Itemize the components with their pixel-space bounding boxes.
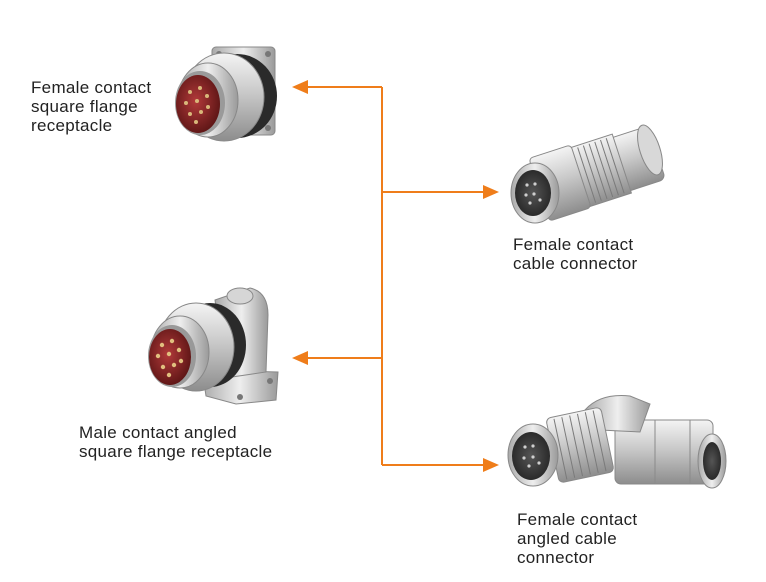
label-line: square flange — [31, 97, 138, 116]
label-line: square flange receptacle — [79, 442, 273, 461]
arrowhead-female-angled-cable — [483, 458, 499, 472]
arrowhead-female-cable — [483, 185, 499, 199]
label-line: connector — [517, 548, 595, 567]
label-line: angled cable — [517, 529, 618, 548]
arrowhead-male-angled — [292, 351, 308, 365]
label-female-cable-connector: Female contact cable connector — [513, 235, 638, 273]
angled-flange-receptacle-image — [148, 287, 279, 405]
label-line: Female contact — [513, 235, 634, 254]
label-line: receptacle — [31, 116, 113, 135]
label-male-angled-square-flange-receptacle: Male contact angled square flange recept… — [79, 423, 272, 461]
cable-connector-image — [510, 124, 665, 224]
label-line: Female contact — [517, 510, 638, 529]
label-line: Female contact — [31, 78, 152, 97]
label-line: cable connector — [513, 254, 638, 273]
square-flange-receptacle-image — [175, 46, 277, 142]
label-line: Male contact angled — [79, 423, 237, 442]
label-female-angled-cable-connector: Female contact angled cable connector — [517, 510, 637, 567]
arrow-network — [300, 86, 490, 466]
angled-cable-connector-image — [507, 395, 727, 489]
label-female-square-flange-receptacle: Female contact square flange receptacle — [31, 78, 151, 135]
arrowhead-female-square-flange — [292, 80, 308, 94]
